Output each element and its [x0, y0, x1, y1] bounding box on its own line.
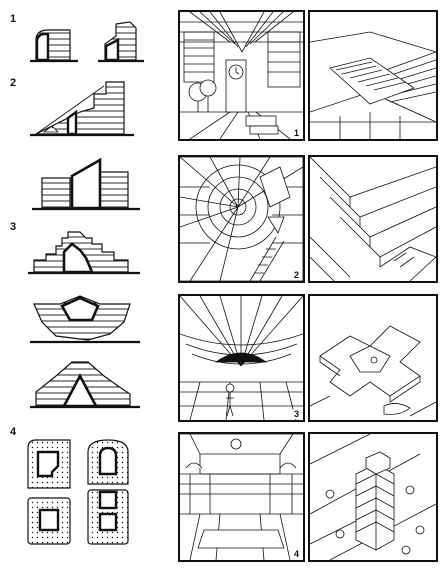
diagram-3-pyramid: [30, 361, 140, 409]
diagram-3-inverted-pyramid: [30, 295, 140, 344]
diagram-4-plan-c: [27, 497, 71, 545]
diagram-4-plan-d: [87, 489, 129, 545]
diagram-3-ziggurat: [28, 231, 140, 275]
row-number-3: 3: [10, 221, 17, 233]
atrium-4-drawing: [180, 434, 303, 560]
panel-number-4: 4: [292, 549, 300, 559]
sketch-panel-exterior-4: [308, 432, 438, 562]
diagram-2-stepped: [30, 81, 134, 137]
sketch-panel-exterior-2: [308, 155, 438, 283]
row-number-2: 2: [10, 77, 17, 89]
sketch-panel-atrium-3: 3: [178, 294, 305, 422]
sketch-panel-atrium-1: 1: [178, 10, 305, 141]
diagram-1-block-a: [30, 29, 78, 63]
sketch-panel-exterior-1: [308, 10, 438, 141]
sketch-panel-exterior-3: [308, 294, 438, 422]
row-number-4: 4: [10, 426, 17, 438]
row-number-1: 1: [10, 13, 17, 25]
diagram-1-block-b: [98, 21, 144, 63]
exterior-4-drawing: [310, 434, 436, 560]
diagram-2-twin-towers: [32, 157, 140, 211]
panel-number-1: 1: [292, 128, 300, 138]
atrium-1-drawing: [180, 12, 303, 139]
atrium-2-drawing: [180, 157, 303, 281]
sketch-panel-atrium-2: 2: [178, 155, 305, 283]
exterior-1-drawing: [310, 31, 436, 139]
exterior-2-drawing: [310, 157, 436, 281]
diagram-4-plan-a: [27, 439, 71, 489]
schematic-diagrams: [27, 21, 144, 545]
sketch-panel-atrium-4: 4: [178, 432, 305, 562]
panel-number-2: 2: [292, 270, 300, 280]
exterior-3-drawing: [310, 325, 436, 417]
atrium-3-drawing: [180, 296, 303, 420]
panel-number-3: 3: [292, 409, 300, 419]
diagram-4-plan-b: [87, 439, 129, 485]
